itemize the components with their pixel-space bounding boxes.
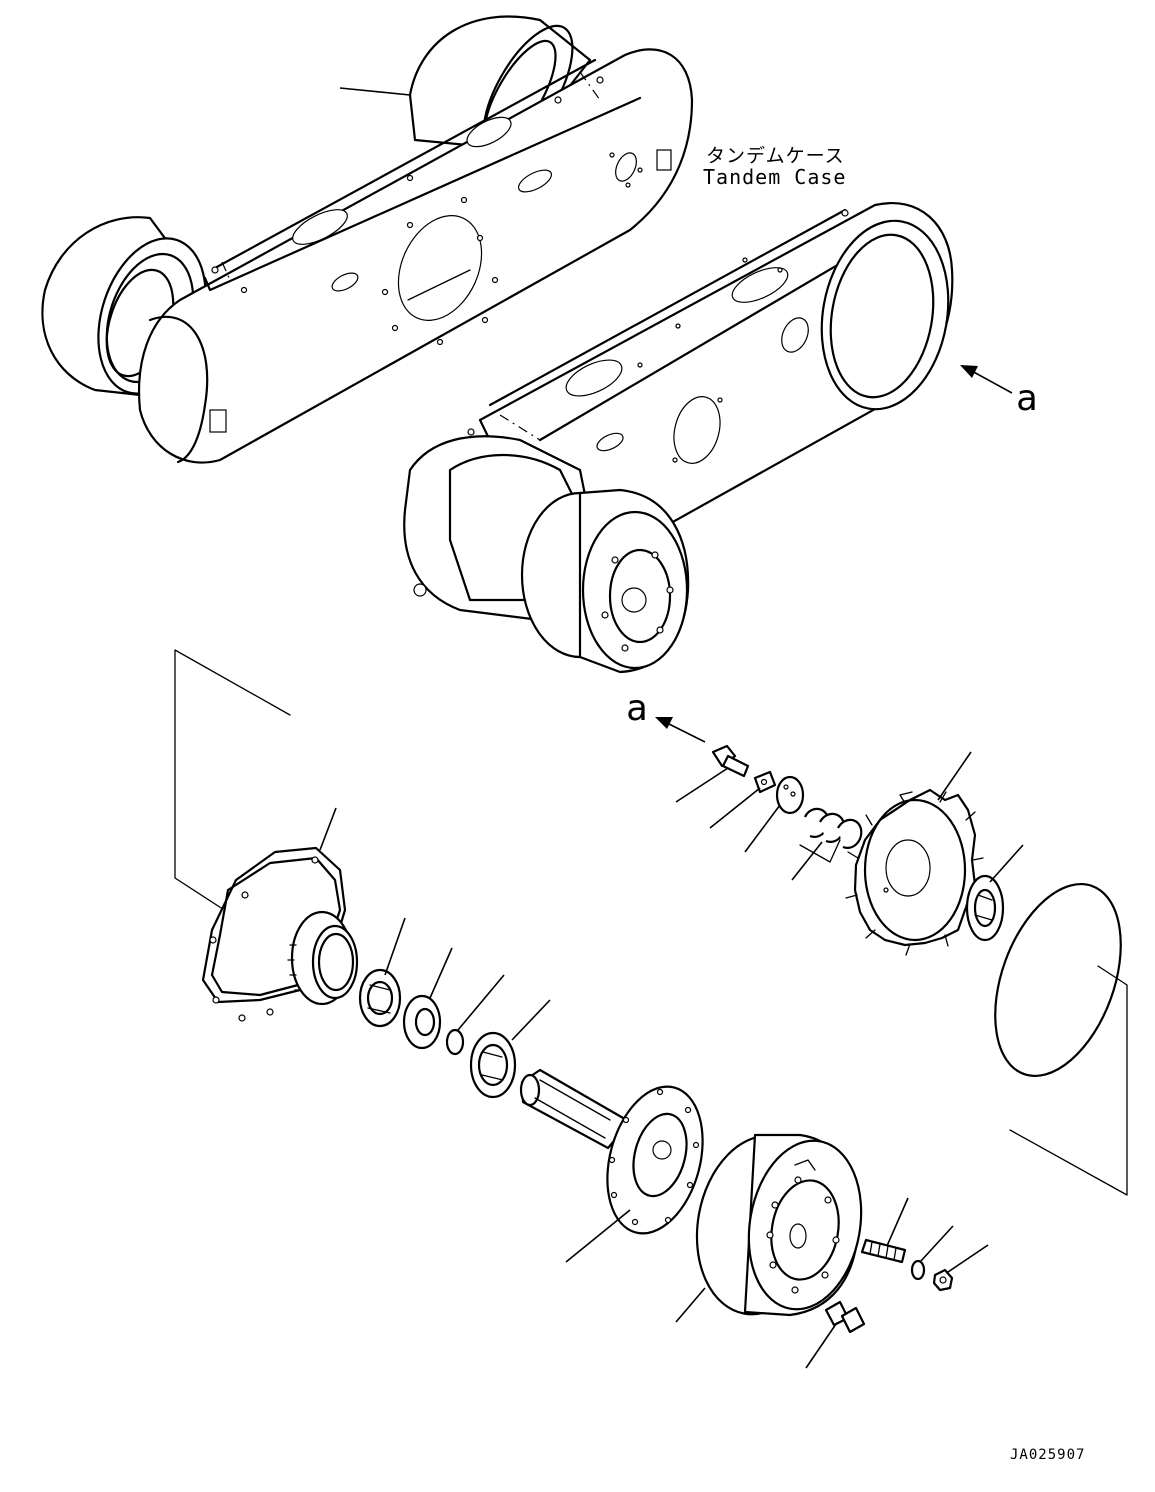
part-bolt-small xyxy=(711,744,750,778)
part-o-ring xyxy=(994,882,1122,1078)
part-drive-hub xyxy=(695,1133,863,1317)
part-lock-plate xyxy=(753,770,777,794)
figure-code: JA025907 xyxy=(1010,1447,1086,1463)
part-retainer-plate xyxy=(775,775,805,815)
part-bearing-right xyxy=(965,874,1005,942)
reference-letter-a-top: a xyxy=(1016,378,1038,419)
part-hex-bolt xyxy=(824,1300,866,1334)
part-bearing-inner xyxy=(469,1031,517,1099)
reference-arrow-a-mid xyxy=(655,717,706,743)
part-seal-ring xyxy=(402,994,442,1050)
lower-case-flange-ring xyxy=(820,219,950,411)
part-washer xyxy=(910,1259,926,1281)
lower-case-bolt-holes xyxy=(467,209,849,463)
part-shims xyxy=(799,807,863,863)
part-sprocket xyxy=(845,788,984,956)
lower-tandem-case xyxy=(403,202,954,674)
part-nut xyxy=(932,1268,954,1292)
part-bearing-left xyxy=(358,968,402,1028)
lower-case-hub xyxy=(520,488,690,674)
sprocket-teeth xyxy=(845,791,984,956)
part-snap-ring xyxy=(445,1028,465,1056)
upper-case-bolt-holes xyxy=(211,76,643,346)
part-shaft-with-flange xyxy=(519,1068,704,1235)
leader-upper-drum xyxy=(339,87,411,96)
part-final-drive-cover xyxy=(201,846,359,1022)
reference-arrow-a-top xyxy=(960,365,1013,394)
part-stud-bolt xyxy=(860,1238,907,1264)
reference-letter-a-mid: a xyxy=(626,688,648,729)
assembly-guide-line-left xyxy=(174,649,291,916)
tandem-case-label-en: Tandem Case xyxy=(703,165,847,189)
assembly-guide-line-right xyxy=(1009,965,1128,1196)
tandem-case-label-jp: タンデムケース xyxy=(706,145,845,167)
upper-tandem-case xyxy=(41,15,694,464)
